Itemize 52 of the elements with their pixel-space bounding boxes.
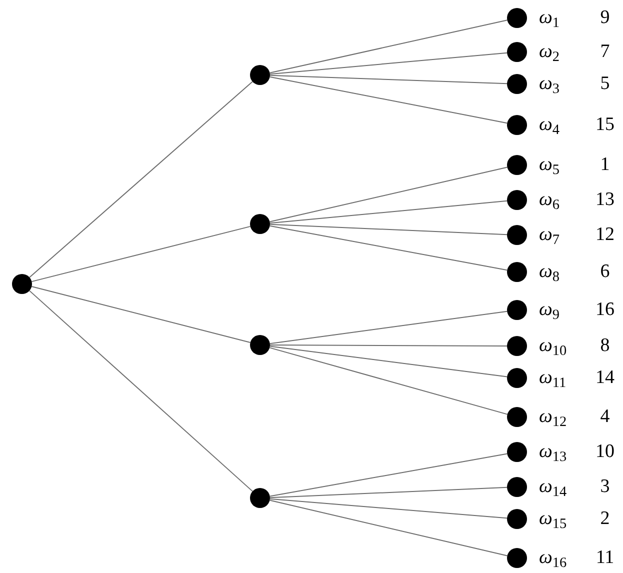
connector-line bbox=[269, 310, 508, 344]
connector-line bbox=[269, 453, 508, 497]
outcome-label: ω$_{4}$ bbox=[539, 115, 560, 134]
outcome-label: ω$_{7}$ bbox=[539, 225, 560, 244]
outcome-value: 9 bbox=[599, 8, 611, 27]
connector-line bbox=[270, 486, 508, 498]
outcome-label: ω$_{1}$ bbox=[539, 8, 560, 27]
outcome-value: 13 bbox=[594, 190, 616, 209]
outcome-value: 8 bbox=[599, 336, 611, 355]
connector-line bbox=[31, 286, 251, 344]
outcome-label: ω$_{2}$ bbox=[539, 42, 560, 61]
outcome-label: ω$_{12}$ bbox=[539, 407, 567, 426]
connector-line bbox=[28, 290, 254, 492]
connector-line bbox=[269, 20, 508, 74]
outcome-label: ω$_{5}$ bbox=[539, 155, 560, 174]
outcome-label: ω$_{3}$ bbox=[539, 74, 560, 93]
connector-line bbox=[269, 346, 508, 378]
outcome-label: ω$_{11}$ bbox=[539, 368, 566, 387]
connector-line bbox=[29, 81, 253, 278]
outcome-value: 4 bbox=[599, 407, 611, 426]
connector-line bbox=[269, 52, 508, 75]
outcome-label: ω$_{10}$ bbox=[539, 336, 567, 355]
connector-line bbox=[270, 74, 508, 84]
connector-line bbox=[269, 500, 508, 556]
outcome-value: 2 bbox=[599, 509, 611, 528]
outcome-label: ω$_{16}$ bbox=[539, 548, 567, 567]
connector-line bbox=[269, 225, 508, 271]
outcome-value: 16 bbox=[594, 300, 616, 319]
outcome-label: ω$_{15}$ bbox=[539, 509, 567, 528]
connector-line bbox=[269, 76, 508, 124]
outcome-label: ω$_{9}$ bbox=[539, 300, 560, 319]
connector-line bbox=[269, 166, 508, 222]
connector-line bbox=[31, 226, 251, 282]
connector-line bbox=[269, 498, 508, 519]
outcome-value: 5 bbox=[599, 74, 611, 93]
outcome-value: 14 bbox=[594, 368, 616, 387]
outcome-value: 11 bbox=[594, 548, 616, 567]
outcome-label: ω$_{14}$ bbox=[539, 477, 567, 496]
outcome-value: 3 bbox=[599, 477, 611, 496]
outcome-value: 7 bbox=[599, 42, 611, 61]
outcome-value: 6 bbox=[599, 262, 611, 281]
outcome-value: 12 bbox=[594, 225, 616, 244]
connector-line bbox=[270, 224, 508, 236]
outcome-label: ω$_{8}$ bbox=[539, 262, 560, 281]
connector-line bbox=[270, 344, 508, 346]
outcome-value: 15 bbox=[594, 115, 616, 134]
outcome-value: 10 bbox=[594, 442, 616, 461]
outcome-label: ω$_{13}$ bbox=[539, 442, 567, 461]
outcome-label: ω$_{6}$ bbox=[539, 190, 560, 209]
connector-line bbox=[269, 200, 508, 224]
connector-line bbox=[269, 347, 508, 415]
outcome-value: 1 bbox=[599, 155, 611, 174]
